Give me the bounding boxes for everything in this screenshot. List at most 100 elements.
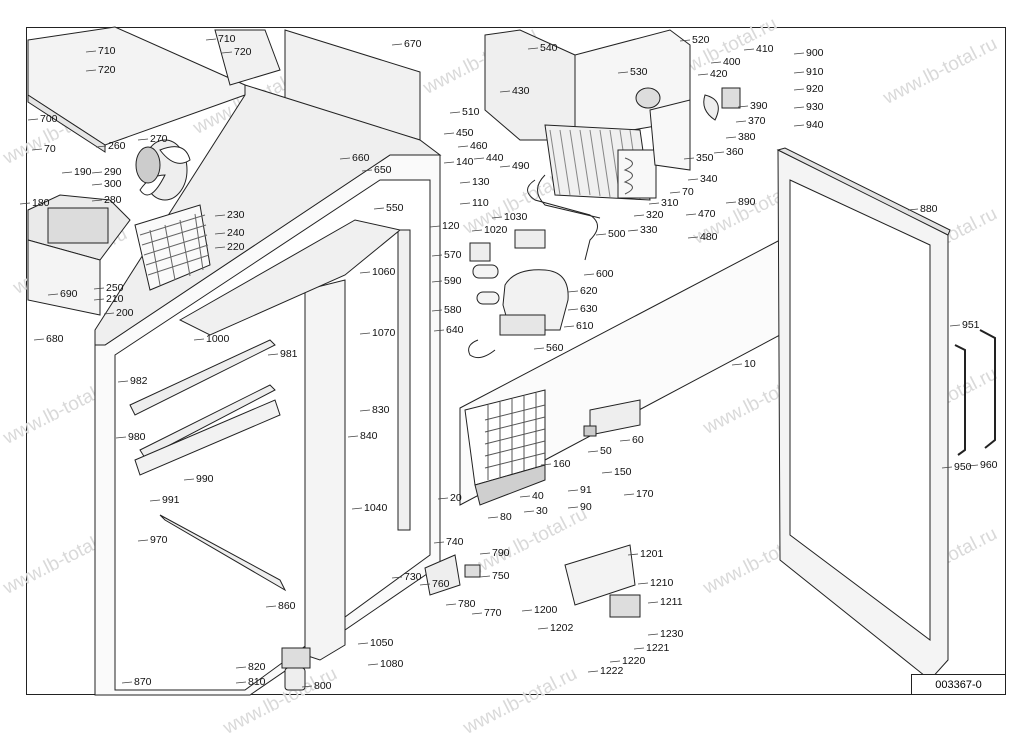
callout-520[interactable]: 520 xyxy=(692,34,710,46)
callout-800[interactable]: 800 xyxy=(314,680,332,692)
callout-330[interactable]: 330 xyxy=(640,224,658,236)
callout-91[interactable]: 91 xyxy=(580,484,592,496)
callout-710[interactable]: 710 xyxy=(218,33,236,45)
callout-930[interactable]: 930 xyxy=(806,101,824,113)
callout-1030[interactable]: 1030 xyxy=(504,211,528,223)
callout-210[interactable]: 210 xyxy=(106,293,124,305)
callout-550[interactable]: 550 xyxy=(386,202,404,214)
callout-160[interactable]: 160 xyxy=(553,458,571,470)
callout-350[interactable]: 350 xyxy=(696,152,714,164)
callout-200[interactable]: 200 xyxy=(116,307,134,319)
callout-690[interactable]: 690 xyxy=(60,288,78,300)
callout-980[interactable]: 980 xyxy=(128,431,146,443)
callout-670[interactable]: 670 xyxy=(404,38,422,50)
callout-530[interactable]: 530 xyxy=(630,66,648,78)
callout-290[interactable]: 290 xyxy=(104,166,122,178)
callout-170[interactable]: 170 xyxy=(636,488,654,500)
callout-600[interactable]: 600 xyxy=(596,268,614,280)
callout-1050[interactable]: 1050 xyxy=(370,637,394,649)
callout-1230[interactable]: 1230 xyxy=(660,628,684,640)
callout-780[interactable]: 780 xyxy=(458,598,476,610)
callout-940[interactable]: 940 xyxy=(806,119,824,131)
callout-820[interactable]: 820 xyxy=(248,661,266,673)
callout-120[interactable]: 120 xyxy=(442,220,460,232)
callout-1070[interactable]: 1070 xyxy=(372,327,396,339)
callout-130[interactable]: 130 xyxy=(472,176,490,188)
callout-760[interactable]: 760 xyxy=(432,578,450,590)
callout-590[interactable]: 590 xyxy=(444,275,462,287)
callout-710[interactable]: 710 xyxy=(98,45,116,57)
callout-640[interactable]: 640 xyxy=(446,324,464,336)
callout-991[interactable]: 991 xyxy=(162,494,180,506)
callout-480[interactable]: 480 xyxy=(700,231,718,243)
callout-10[interactable]: 10 xyxy=(744,358,756,370)
callout-500[interactable]: 500 xyxy=(608,228,626,240)
callout-1222[interactable]: 1222 xyxy=(600,665,624,677)
callout-50[interactable]: 50 xyxy=(600,445,612,457)
callout-1020[interactable]: 1020 xyxy=(484,224,508,236)
callout-770[interactable]: 770 xyxy=(484,607,502,619)
callout-380[interactable]: 380 xyxy=(738,131,756,143)
callout-1202[interactable]: 1202 xyxy=(550,622,574,634)
callout-750[interactable]: 750 xyxy=(492,570,510,582)
callout-270[interactable]: 270 xyxy=(150,133,168,145)
callout-860[interactable]: 860 xyxy=(278,600,296,612)
callout-180[interactable]: 180 xyxy=(32,197,50,209)
callout-720[interactable]: 720 xyxy=(98,64,116,76)
callout-370[interactable]: 370 xyxy=(748,115,766,127)
callout-700[interactable]: 700 xyxy=(40,113,58,125)
callout-560[interactable]: 560 xyxy=(546,342,564,354)
callout-140[interactable]: 140 xyxy=(456,156,474,168)
callout-790[interactable]: 790 xyxy=(492,547,510,559)
callout-450[interactable]: 450 xyxy=(456,127,474,139)
callout-390[interactable]: 390 xyxy=(750,100,768,112)
callout-40[interactable]: 40 xyxy=(532,490,544,502)
callout-740[interactable]: 740 xyxy=(446,536,464,548)
callout-110[interactable]: 110 xyxy=(472,197,489,209)
callout-1211[interactable]: 1211 xyxy=(660,596,683,608)
callout-830[interactable]: 830 xyxy=(372,404,390,416)
callout-360[interactable]: 360 xyxy=(726,146,744,158)
callout-190[interactable]: 190 xyxy=(74,166,92,178)
callout-810[interactable]: 810 xyxy=(248,676,266,688)
callout-490[interactable]: 490 xyxy=(512,160,530,172)
callout-1201[interactable]: 1201 xyxy=(640,548,664,560)
callout-150[interactable]: 150 xyxy=(614,466,632,478)
callout-70[interactable]: 70 xyxy=(44,143,56,155)
callout-260[interactable]: 260 xyxy=(108,140,126,152)
callout-730[interactable]: 730 xyxy=(404,571,422,583)
callout-250[interactable]: 250 xyxy=(106,282,124,294)
callout-30[interactable]: 30 xyxy=(536,505,548,517)
callout-240[interactable]: 240 xyxy=(227,227,245,239)
callout-320[interactable]: 320 xyxy=(646,209,664,221)
callout-982[interactable]: 982 xyxy=(130,375,148,387)
callout-970[interactable]: 970 xyxy=(150,534,168,546)
callout-220[interactable]: 220 xyxy=(227,241,245,253)
callout-630[interactable]: 630 xyxy=(580,303,598,315)
callout-1221[interactable]: 1221 xyxy=(646,642,670,654)
callout-1060[interactable]: 1060 xyxy=(372,266,396,278)
callout-580[interactable]: 580 xyxy=(444,304,462,316)
callout-1220[interactable]: 1220 xyxy=(622,655,646,667)
callout-870[interactable]: 870 xyxy=(134,676,152,688)
callout-920[interactable]: 920 xyxy=(806,83,824,95)
callout-510[interactable]: 510 xyxy=(462,106,480,118)
callout-340[interactable]: 340 xyxy=(700,173,718,185)
callout-440[interactable]: 440 xyxy=(486,152,504,164)
callout-650[interactable]: 650 xyxy=(374,164,392,176)
callout-900[interactable]: 900 xyxy=(806,47,824,59)
callout-570[interactable]: 570 xyxy=(444,249,462,261)
callout-840[interactable]: 840 xyxy=(360,430,378,442)
callout-990[interactable]: 990 xyxy=(196,473,214,485)
callout-20[interactable]: 20 xyxy=(450,492,462,504)
callout-950[interactable]: 950 xyxy=(954,461,972,473)
callout-960[interactable]: 960 xyxy=(980,459,998,471)
callout-660[interactable]: 660 xyxy=(352,152,370,164)
callout-300[interactable]: 300 xyxy=(104,178,122,190)
callout-60[interactable]: 60 xyxy=(632,434,644,446)
callout-460[interactable]: 460 xyxy=(470,140,488,152)
callout-1200[interactable]: 1200 xyxy=(534,604,558,616)
callout-400[interactable]: 400 xyxy=(723,56,741,68)
callout-540[interactable]: 540 xyxy=(540,42,558,54)
callout-1040[interactable]: 1040 xyxy=(364,502,388,514)
